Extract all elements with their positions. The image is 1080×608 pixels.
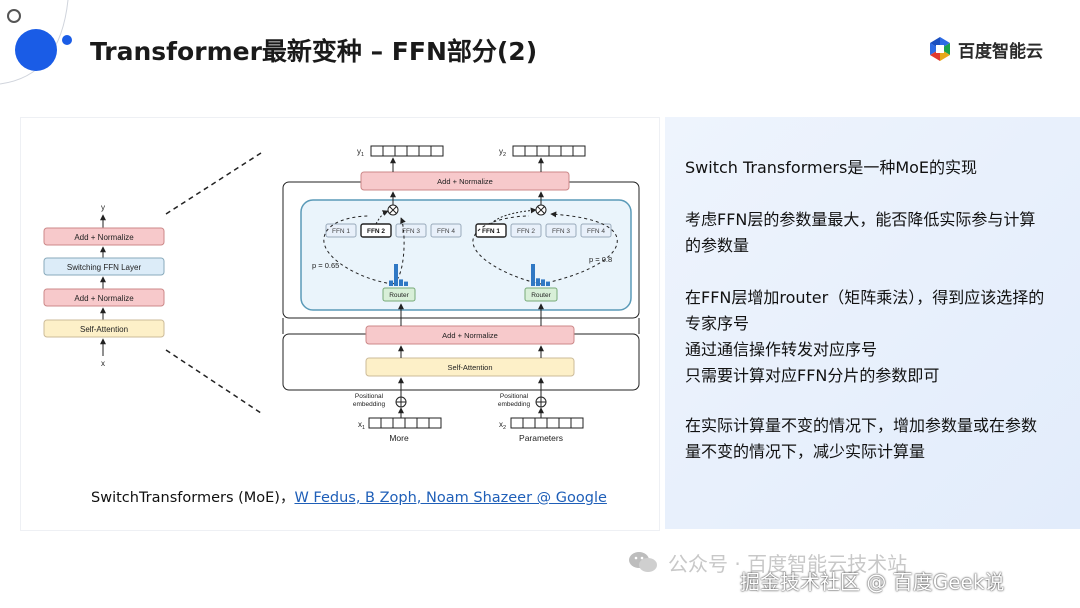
pos-emb-label-1-line2: embedding	[353, 401, 386, 408]
top-add-normalize	[360, 171, 570, 191]
router-2	[524, 287, 558, 302]
svg-text:Router: Router	[389, 292, 409, 299]
left-add-normalize-top-label: Add + Normalize	[74, 233, 134, 242]
output-vector-1	[370, 145, 444, 157]
svg-text:FFN 4: FFN 4	[437, 228, 455, 235]
router-prob-bar	[536, 278, 540, 286]
svg-text:FFN 3: FFN 3	[552, 228, 570, 235]
add-op-1-icon	[395, 396, 407, 408]
left-self-attention-label: Self-Attention	[80, 325, 128, 334]
figure-caption: SwitchTransformers (MoE)，W Fedus, B Zoph…	[91, 486, 607, 507]
svg-text:FFN 1: FFN 1	[332, 228, 350, 235]
left-add-normalize-top	[43, 227, 165, 246]
switch-transformer-diagram: y Add + Normalize Switching FFN Layer Ad…	[43, 145, 640, 443]
mid-add-normalize-label: Add + Normalize	[442, 331, 498, 340]
router-prob-bar	[546, 281, 550, 286]
router-prob-bar	[394, 264, 398, 286]
notes-panel: Switch Transformers是一种MoE的实现 考虑FFN层的参数量最…	[665, 117, 1080, 529]
left-output-label: y	[101, 203, 105, 212]
add-op-2-icon	[535, 396, 547, 408]
router-prob-bar	[541, 279, 545, 286]
watermark-line-2: 掘金技术社区 @ 百度Geek说	[740, 570, 1005, 594]
expert-ffn-3-a	[395, 223, 427, 238]
input-vector-1	[368, 417, 442, 429]
input-token-1-label: x1	[358, 420, 365, 431]
routing-prob-1: p = 0.65	[312, 261, 339, 270]
note-1: Switch Transformers是一种MoE的实现	[685, 158, 978, 177]
router-prob-bar	[531, 264, 535, 286]
left-add-normalize-bottom-label: Add + Normalize	[74, 294, 134, 303]
brand-name: 百度智能云	[958, 41, 1043, 62]
router-1	[382, 287, 416, 302]
expert-ffn-2-b	[510, 223, 542, 238]
expert-ffn-4-b	[580, 223, 612, 238]
expert-ffn-4-a	[430, 223, 462, 238]
zoom-line-bottom	[165, 349, 262, 414]
pos-emb-label-2-line2: embedding	[498, 401, 531, 408]
output-token-1-label: y1	[357, 147, 364, 158]
brand-logo: 百度智能云	[928, 36, 1043, 62]
combine-op-1-icon	[387, 204, 399, 216]
right-self-attention	[365, 357, 575, 377]
svg-text:FFN 3: FFN 3	[402, 228, 420, 235]
right-self-attention-label: Self-Attention	[447, 363, 492, 372]
left-switching-ffn	[43, 257, 165, 276]
page-title: Transformer最新变种 – FFN部分(2)	[90, 37, 538, 66]
paper-link[interactable]: W Fedus, B Zoph, Noam Shazeer @ Google	[294, 490, 607, 506]
input-token-2-label: x2	[499, 420, 506, 431]
pos-emb-label-2-line1: Positional	[500, 393, 529, 400]
input-word-2: Parameters	[519, 433, 563, 443]
svg-text:FFN 1: FFN 1	[482, 228, 500, 235]
left-self-attention	[43, 319, 165, 338]
router-histogram-1	[389, 264, 408, 286]
svg-text:FFN 4: FFN 4	[587, 228, 605, 235]
router-prob-bar	[404, 281, 408, 286]
expert-ffn-3-b	[545, 223, 577, 238]
output-token-2-label: y2	[499, 147, 506, 158]
baidu-cloud-hexagon-icon	[930, 37, 950, 61]
left-input-label: x	[101, 359, 105, 368]
router-prob-bar	[399, 279, 403, 286]
note-2: 考虑FFN层的参数量最大，能否降低实际参与计算的参数量	[685, 210, 1036, 255]
note-4: 在实际计算量不变的情况下，增加参数量或在参数量不变的情况下，减少实际计算量	[685, 416, 1038, 461]
router-prob-bar	[389, 280, 393, 286]
svg-text:FFN 2: FFN 2	[517, 228, 535, 235]
watermark-line-1: 公众号 · 百度智能云技术站	[668, 552, 908, 576]
note-3: 在FFN层增加router（矩阵乘法），得到应该选择的专家序号 通过通信操作转发…	[685, 288, 1045, 385]
right-diagram: Add + Normalize Add + Normalize Self-Att…	[282, 145, 640, 443]
mid-add-normalize	[365, 325, 575, 345]
svg-text:Router: Router	[531, 292, 551, 299]
figure-panel: y Add + Normalize Switching FFN Layer Ad…	[20, 117, 660, 531]
token-column-2: y2 FFN 1 FFN 2 FFN 3 FFN 4	[472, 145, 618, 443]
left-stack: y Add + Normalize Switching FFN Layer Ad…	[43, 203, 165, 368]
expert-row-2: FFN 1 FFN 2 FFN 3 FFN 4	[475, 223, 612, 238]
input-word-1: More	[389, 433, 409, 443]
input-vector-2	[510, 417, 584, 429]
combine-op-2-icon	[535, 204, 547, 216]
zoom-line-top	[165, 152, 262, 215]
token-column-1: y1 FFN 1 FFN 2 FFN 3 FFN 4	[312, 145, 462, 443]
caption-prefix: SwitchTransformers (MoE)，	[91, 490, 295, 506]
decorative-circles	[0, 0, 72, 85]
output-vector-2	[512, 145, 586, 157]
left-switching-ffn-label: Switching FFN Layer	[67, 263, 142, 272]
router-histogram-2	[531, 264, 550, 286]
pos-emb-label-1-line1: Positional	[355, 393, 384, 400]
expert-row-1: FFN 1 FFN 2 FFN 3 FFN 4	[325, 223, 462, 238]
switching-ffn-layer	[300, 199, 632, 311]
expert-ffn-1-a	[325, 223, 357, 238]
svg-text:FFN 2: FFN 2	[367, 228, 385, 235]
left-add-normalize-bottom	[43, 288, 165, 307]
routing-prob-2: p = 0.8	[589, 255, 612, 264]
wechat-icon	[629, 552, 657, 572]
top-add-normalize-label: Add + Normalize	[437, 177, 493, 186]
